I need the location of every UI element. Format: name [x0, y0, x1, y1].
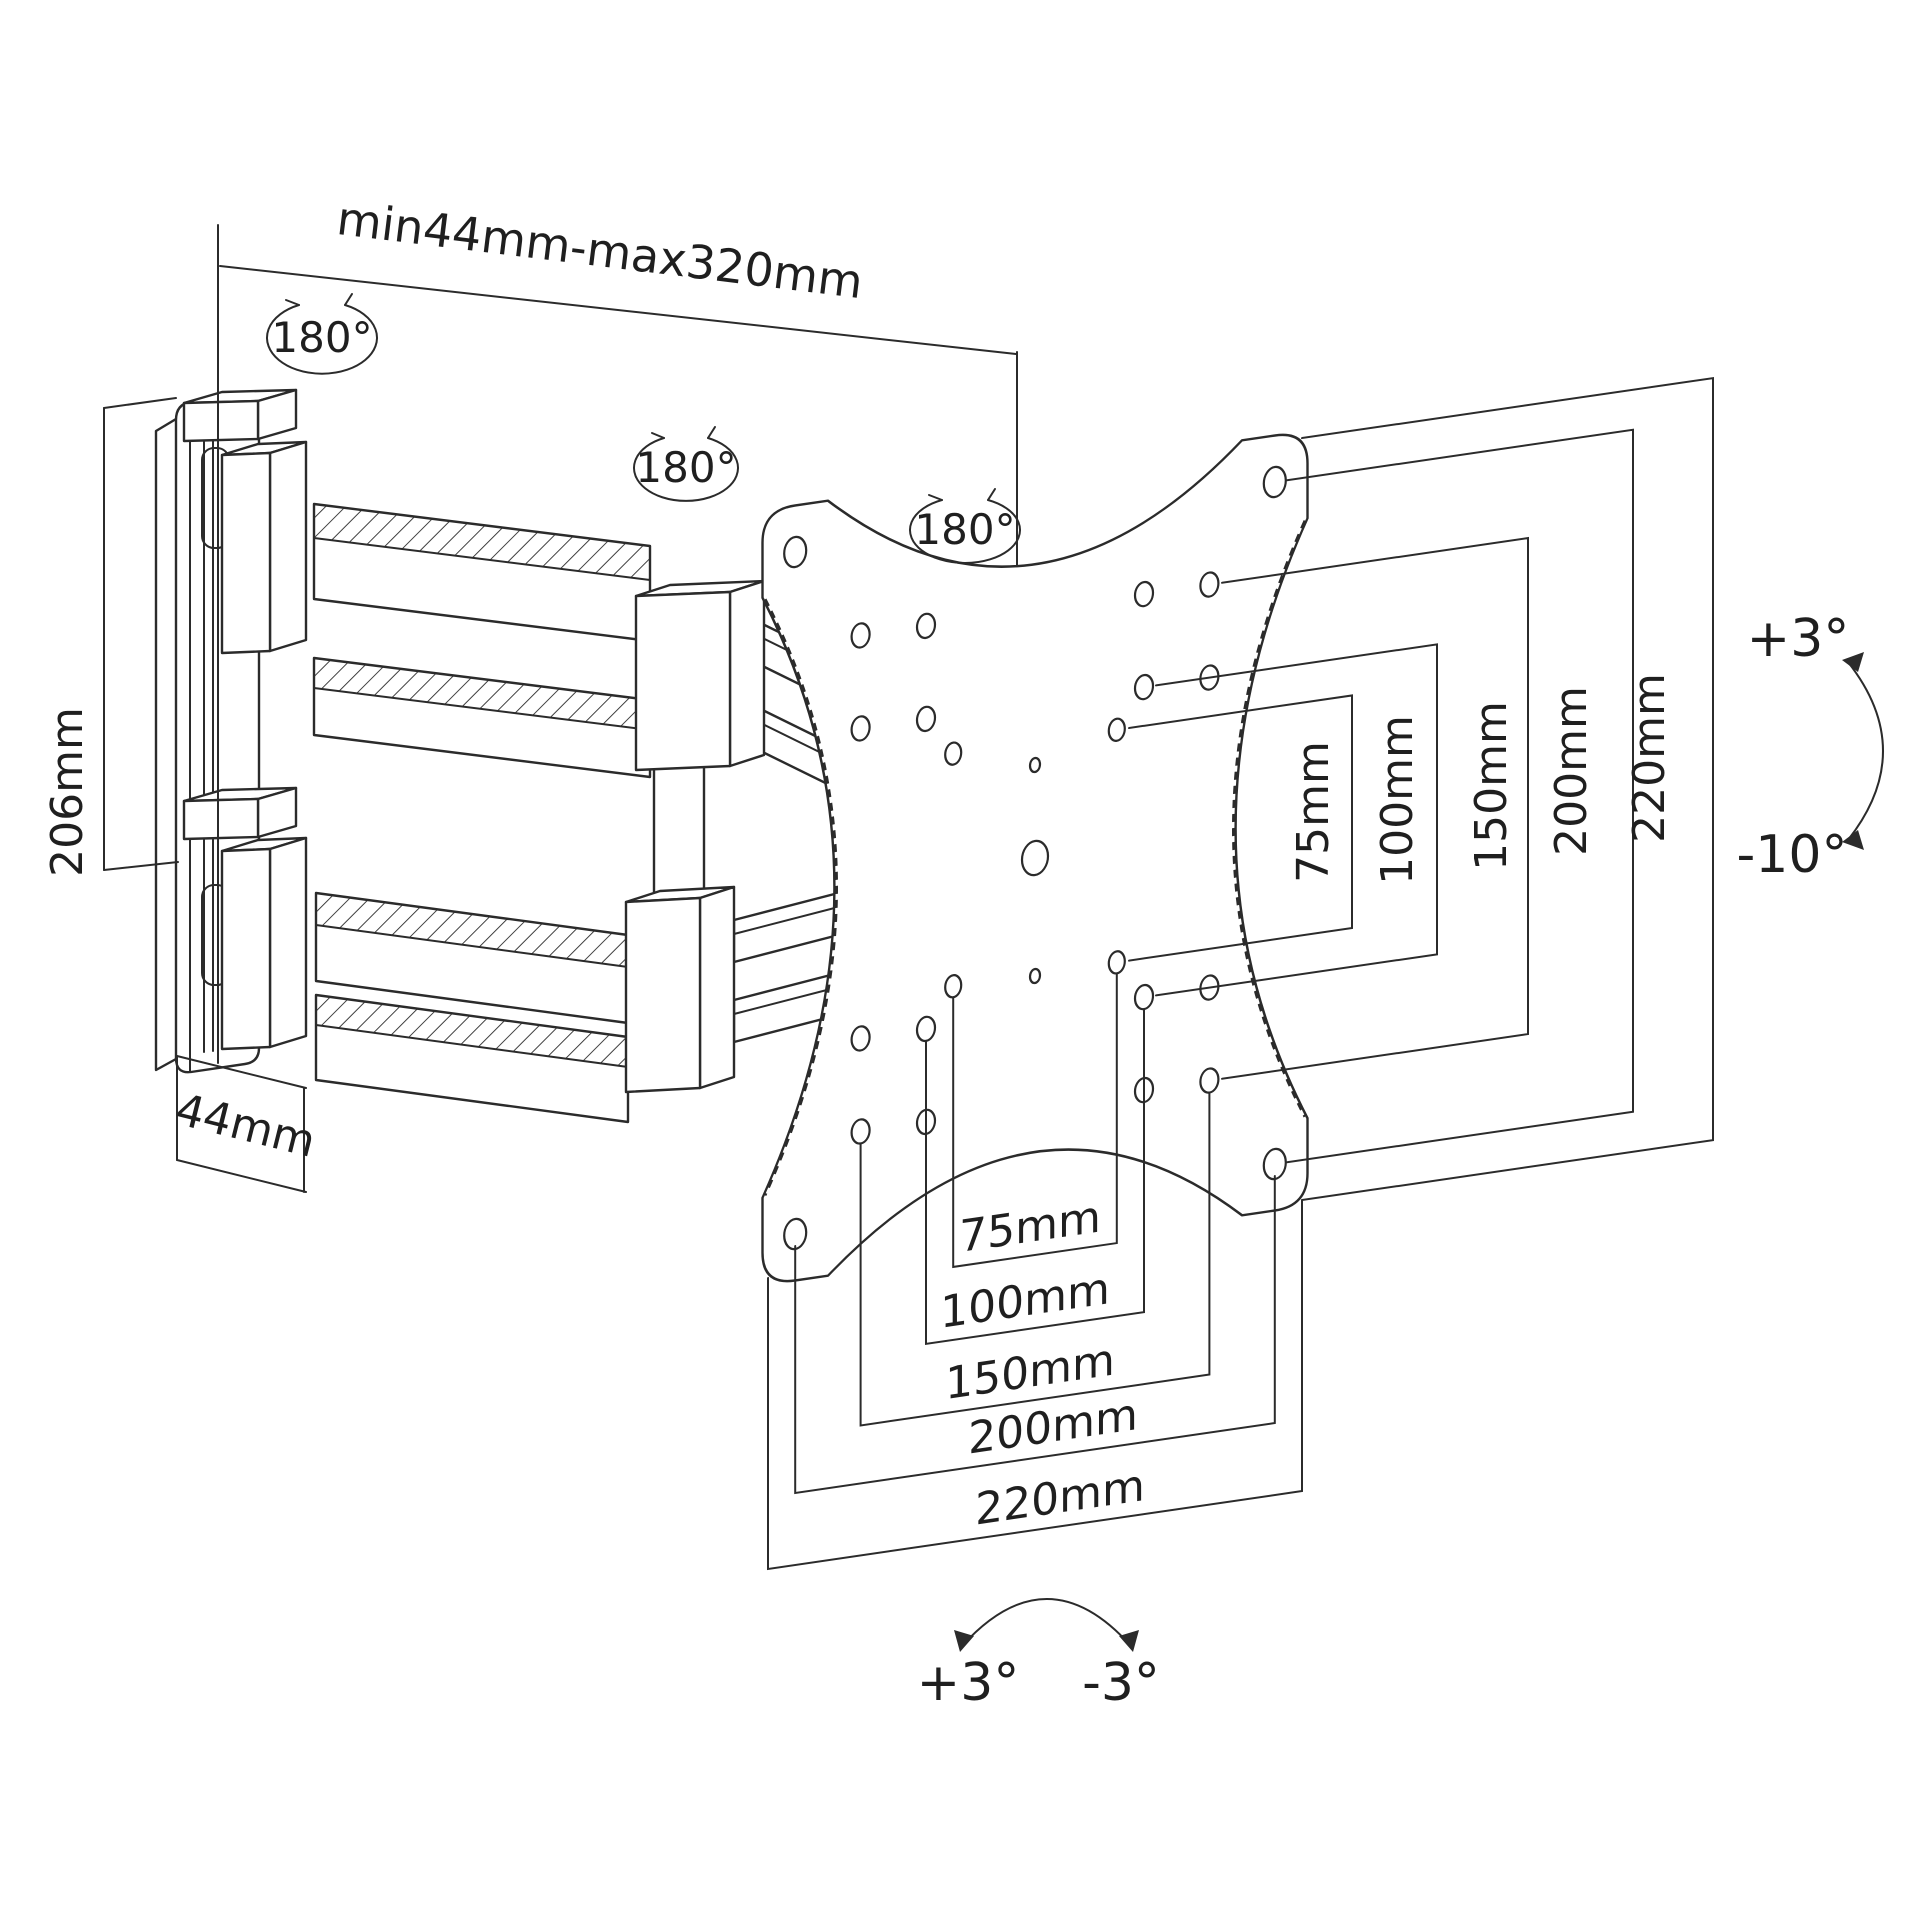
vesa-horizontal-brackets — [767, 973, 1303, 1571]
dimension-wall-plate-depth: 44mm — [171, 1055, 321, 1193]
tilt-arrow-up-icon — [1842, 652, 1864, 672]
dim-horizontal-75: 75mm — [959, 1192, 1101, 1263]
tilt-indicator: +3° -10° — [1737, 609, 1884, 885]
level-adjust-indicator: +3° -3° — [917, 1598, 1160, 1713]
lower-hinge-cap — [182, 797, 260, 841]
level-left-label: +3° — [917, 1653, 1020, 1713]
level-arrow-left-icon — [954, 1630, 974, 1652]
rotation-badge-plate-label: 180° — [914, 505, 1015, 554]
dim-vertical-150: 150mm — [1466, 701, 1517, 871]
vesa-vertical-brackets — [1128, 376, 1714, 1202]
dim-horizontal-100: 100mm — [940, 1263, 1110, 1338]
upper-elbow-joint — [634, 590, 732, 772]
wall-plate-side-face — [154, 417, 178, 1072]
vesa-plate-right-edge — [1232, 520, 1307, 1118]
center-pivot-hole — [1020, 839, 1050, 877]
dim-arm-extension-label: min44mm-max320mm — [334, 191, 866, 309]
rotation-badge-elbow-label: 180° — [635, 443, 736, 492]
rotation-badge-wall: 180° — [266, 293, 378, 375]
level-arrow-right-icon — [1119, 1630, 1139, 1652]
lower-elbow-side — [698, 885, 736, 1090]
rotation-badge-plate: 180° — [909, 488, 1021, 564]
vesa-plate-group: 75mm 100mm 150mm 200mm 220mm — [761, 376, 1714, 1571]
vesa-holes — [783, 465, 1287, 1251]
dim-horizontal-220: 220mm — [975, 1460, 1145, 1535]
dimension-wall-plate-height: 206mm — [42, 397, 179, 877]
dim-vertical-200: 200mm — [1546, 686, 1597, 856]
upper-elbow-side — [728, 579, 766, 768]
dim-wall-plate-depth-label: 44mm — [171, 1084, 321, 1168]
dim-vertical-220: 220mm — [1624, 673, 1675, 843]
tilt-up-label: +3° — [1747, 609, 1850, 669]
dim-vertical-75: 75mm — [1288, 741, 1339, 883]
rotation-badge-elbow: 180° — [633, 426, 739, 502]
tilt-arrow-down-icon — [1842, 830, 1864, 850]
upper-hinge-cap — [182, 399, 260, 443]
rotation-badge-wall-label: 180° — [271, 313, 372, 362]
dim-vertical-100: 100mm — [1372, 715, 1423, 885]
tilt-down-label: -10° — [1737, 825, 1848, 885]
level-right-label: -3° — [1082, 1653, 1160, 1713]
lower-hinge-side — [268, 836, 308, 1049]
articulating-arm — [312, 502, 858, 1124]
dim-wall-plate-height-label: 206mm — [42, 707, 93, 877]
lower-elbow-joint — [624, 896, 702, 1094]
wall-plate — [154, 388, 308, 1074]
upper-hinge-side — [268, 440, 308, 653]
hole-cluster-top-left — [850, 612, 963, 766]
upper-hinge-block — [220, 451, 272, 655]
vesa-plate-left-edge — [763, 598, 838, 1196]
lower-hinge-block — [220, 847, 272, 1051]
